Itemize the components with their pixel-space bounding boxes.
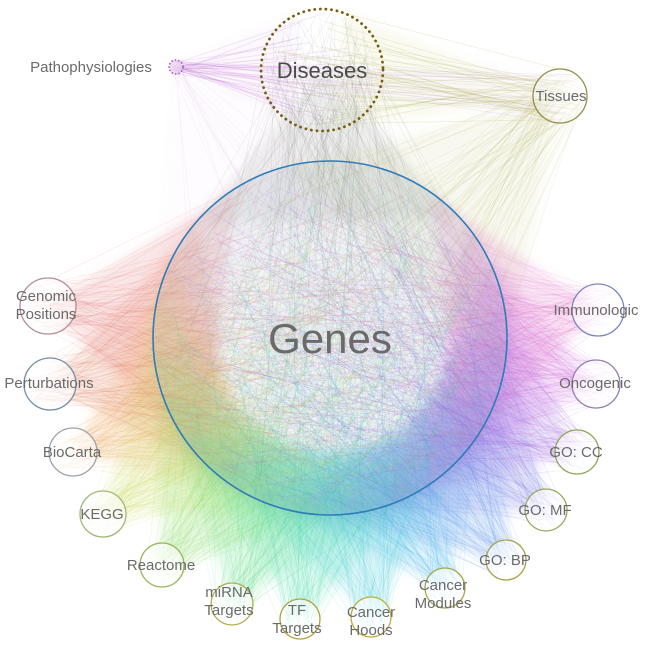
edge-bundle-biocarta-genes: [50, 183, 494, 508]
node-biocarta[interactable]: [48, 427, 98, 477]
node-label-immunologic: Immunologic: [553, 302, 639, 319]
edge-lines-layer: [20, 10, 622, 637]
edge-bundle-kegg-genes: [80, 165, 491, 535]
edge-bundle-tissues-genes: [156, 71, 586, 500]
edge-bundle-cancer-hoods-genes: [187, 165, 505, 636]
node-cancer-hoods[interactable]: [350, 596, 392, 638]
edge-bundle-go-bp-genes: [178, 177, 526, 580]
node-genes[interactable]: [152, 160, 508, 516]
edge-bundle-genomic-positions-genes: [20, 168, 498, 503]
node-label-pathophysiologies: Pathophysiologies: [30, 59, 152, 76]
edge-bundle-pathophysiologies-genes: [170, 60, 499, 491]
node-tf-targets[interactable]: [279, 598, 321, 640]
edge-bundle-mirna-targets-genes: [159, 168, 504, 625]
node-cancer-modules[interactable]: [424, 567, 466, 609]
node-tissues[interactable]: [532, 68, 588, 124]
edge-fan-tissues-diseases: [331, 13, 560, 131]
node-go-mf[interactable]: [524, 488, 568, 532]
edge-bundle-tf-targets-genes: [169, 175, 494, 637]
node-label-kegg: KEGG: [80, 506, 123, 523]
node-perturbations[interactable]: [23, 357, 77, 411]
node-genomic-positions[interactable]: [19, 277, 77, 335]
node-immunologic[interactable]: [571, 283, 625, 337]
edge-bundle-perturbations-genes: [25, 164, 489, 511]
node-label-diseases: Diseases: [277, 58, 367, 83]
node-diseases[interactable]: [259, 7, 385, 133]
node-label-go-bp: GO: BP: [479, 552, 531, 569]
edge-bundle-go-mf-genes: [190, 166, 566, 531]
edge-bundle-cancer-modules-genes: [154, 184, 500, 606]
edge-bundle-go-cc-genes: [162, 185, 596, 497]
node-label-oncogenic: Oncogenic: [559, 375, 631, 392]
node-label-go-cc: GO: CC: [549, 444, 603, 461]
node-label-perturbations: Perturbations: [4, 375, 93, 392]
edge-bundle-pathophysiologies-tissues: [169, 60, 580, 124]
edge-bundle-immunologic-genes: [163, 164, 622, 505]
edge-fans-layer: [48, 13, 598, 619]
node-kegg[interactable]: [79, 490, 127, 538]
edge-bundle-oncogenic-genes: [175, 168, 620, 502]
node-go-bp[interactable]: [485, 539, 527, 581]
node-label-reactome: Reactome: [127, 557, 195, 574]
node-label-go-mf: GO: MF: [518, 502, 571, 519]
node-go-cc[interactable]: [554, 429, 600, 475]
node-label-biocarta: BioCarta: [43, 444, 102, 461]
nodes-layer: [19, 7, 625, 640]
node-label-genes: Genes: [268, 315, 392, 362]
edge-bundle-reactome-genes: [145, 179, 497, 587]
edge-fan-immunologic-genes: [431, 193, 598, 459]
labels-layer: Genes Diseases PathophysiologiesTissuesGen…: [4, 58, 639, 639]
node-label-tissues: Tissues: [535, 88, 586, 105]
edge-bundle-diseases-genes: [157, 10, 504, 509]
node-oncogenic[interactable]: [571, 359, 621, 409]
node-mirna-targets[interactable]: [210, 582, 254, 626]
node-pathophysiologies[interactable]: [168, 59, 184, 75]
node-reactome[interactable]: [139, 542, 185, 588]
